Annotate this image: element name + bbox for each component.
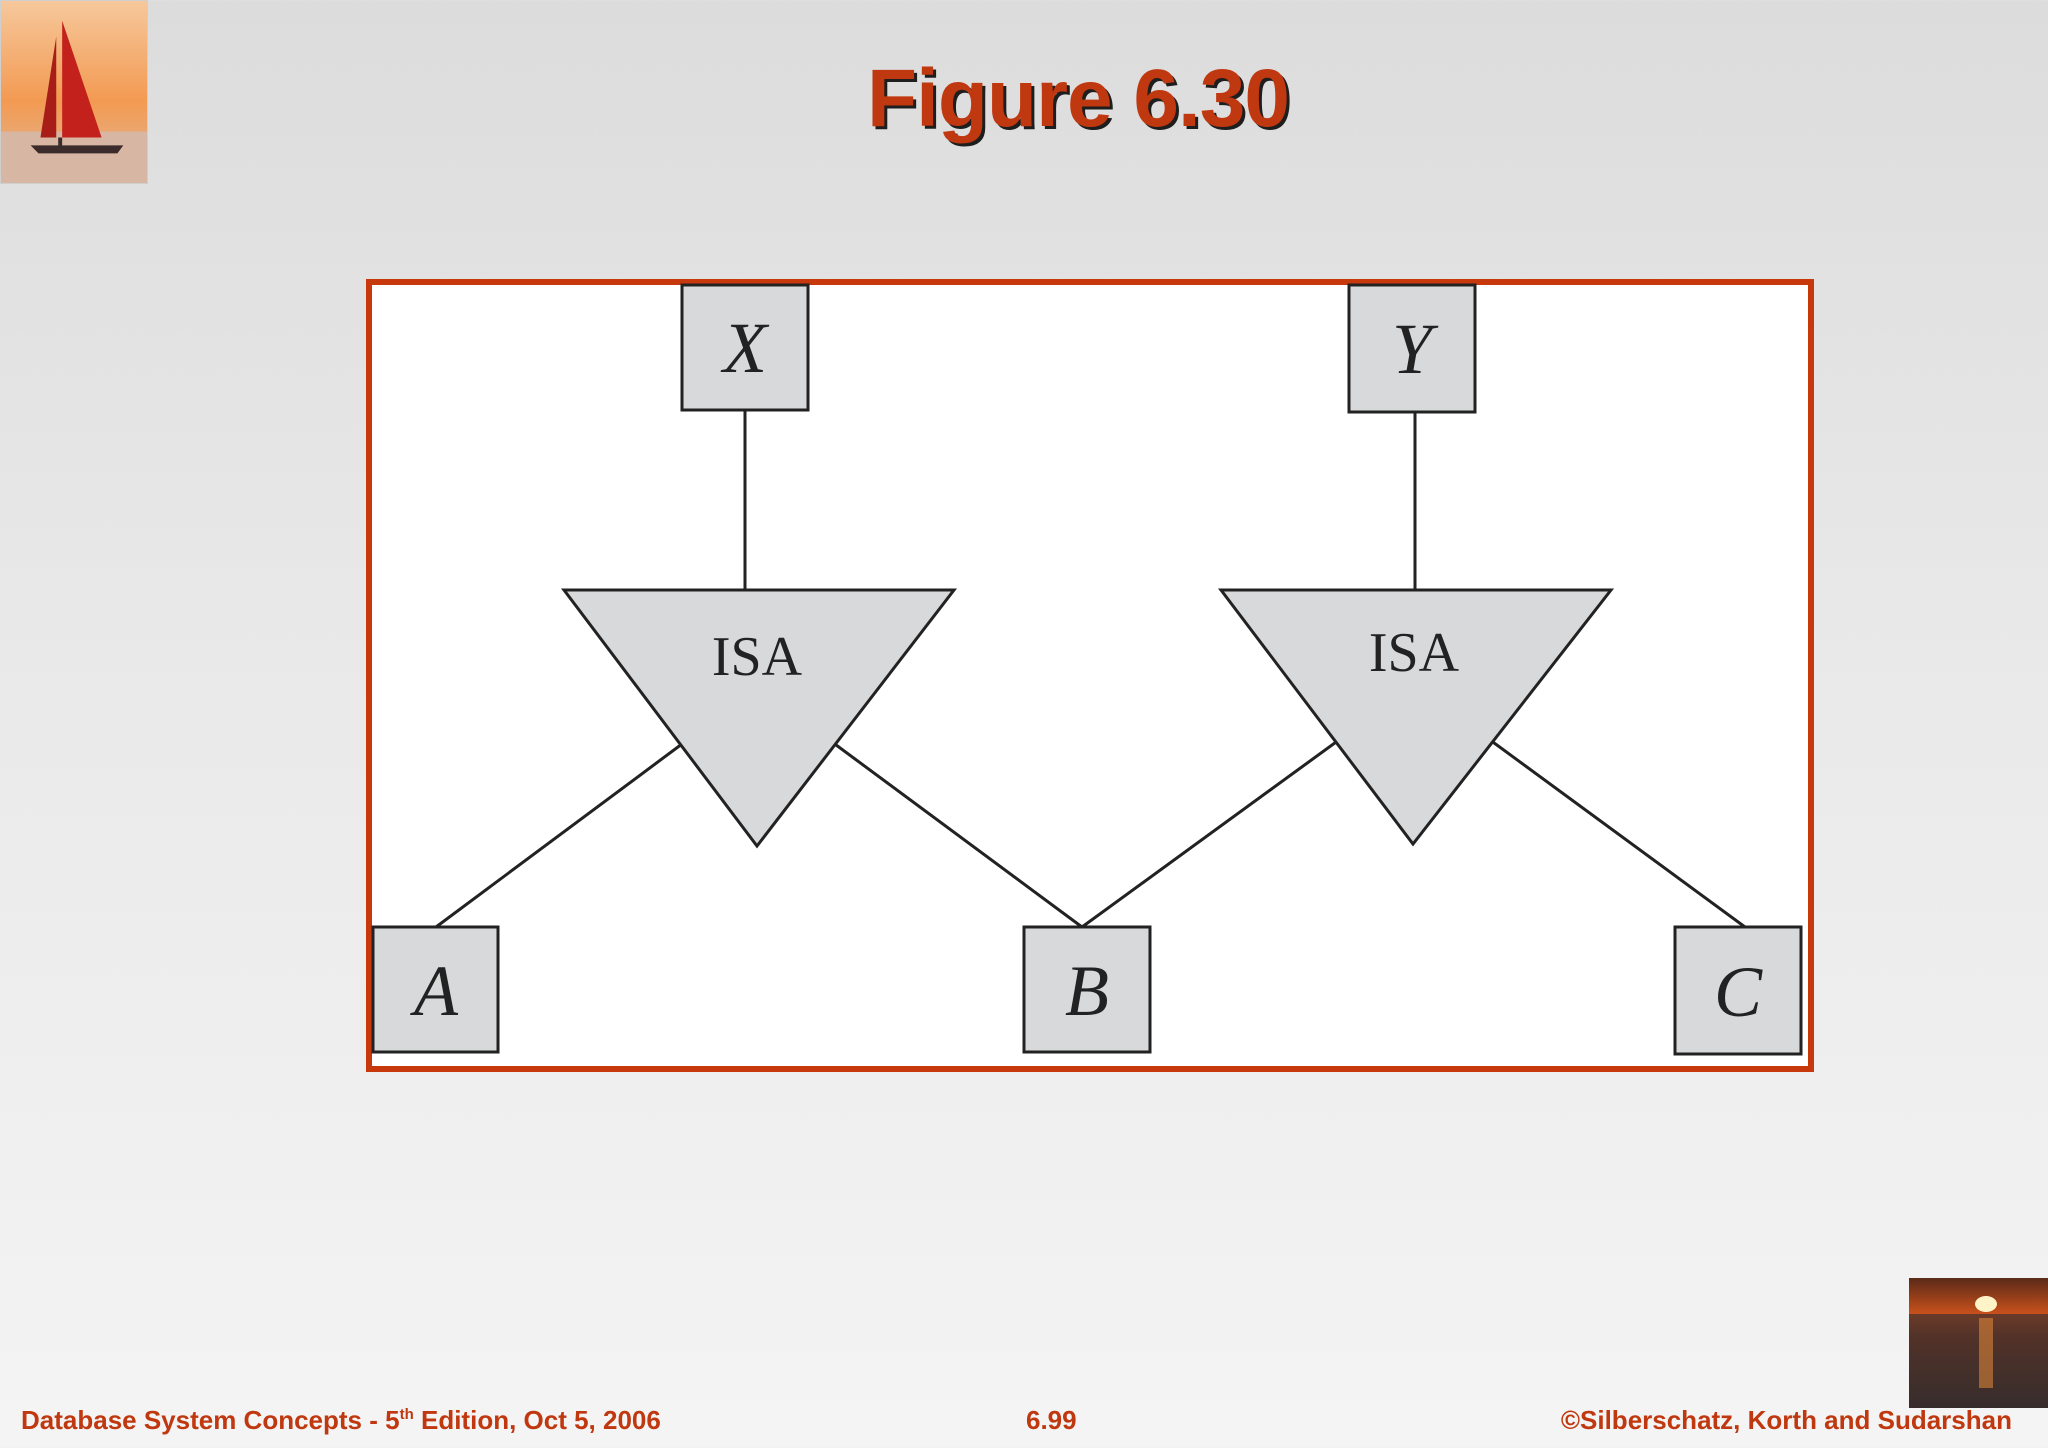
entity-box-b	[1022, 925, 1152, 1054]
connector-isa-left-a	[435, 739, 687, 929]
entity-label-x: X	[720, 308, 770, 388]
entity-box-a	[371, 925, 500, 1054]
entity-label-b: B	[1065, 951, 1109, 1031]
entity-box-c	[1673, 925, 1803, 1056]
footer-copyright: ©Silberschatz, Korth and Sudarshan	[1560, 1405, 2012, 1435]
entity-label-a: A	[410, 951, 459, 1031]
isa-triangle-right	[1217, 588, 1615, 847]
isa-diagram: X Y A B C ISA ISA	[371, 283, 1803, 1056]
entity-label-y: Y	[1392, 309, 1439, 389]
footer-book-title: Database System Concepts - 5th Edition, …	[21, 1405, 661, 1435]
footer-page-number: 6.99	[1026, 1405, 1077, 1435]
connector-isa-left-b	[827, 737, 1083, 929]
figure-frame: X Y A B C ISA ISA	[366, 279, 1814, 1072]
entity-box-x	[680, 283, 810, 412]
entity-label-c: C	[1714, 952, 1763, 1032]
connector-isa-right-b	[1081, 735, 1344, 929]
isa-triangle-left	[560, 588, 958, 849]
slide-title: Figure 6.30	[867, 53, 1290, 144]
entity-box-y	[1347, 283, 1477, 414]
connector-isa-right-c	[1485, 735, 1746, 929]
sunset-image	[1909, 1278, 2048, 1408]
sailboat-logo-image	[0, 0, 148, 184]
isa-label-left: ISA	[712, 626, 803, 688]
isa-label-right: ISA	[1369, 622, 1460, 684]
